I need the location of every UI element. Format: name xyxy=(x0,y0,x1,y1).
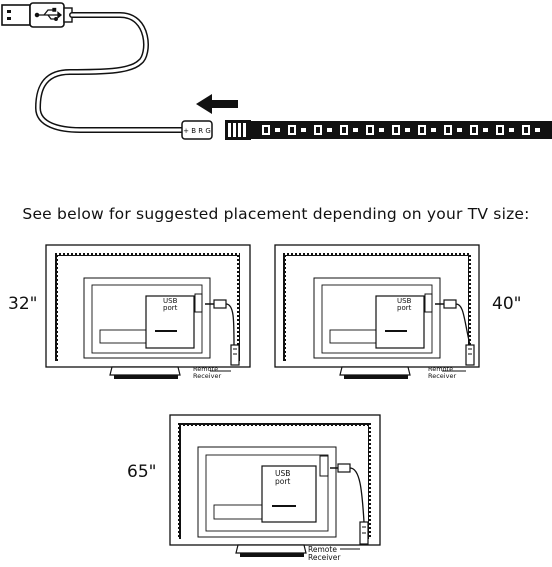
led-resistor xyxy=(509,128,514,132)
port-label: port xyxy=(163,304,178,312)
tv-40-diagram xyxy=(274,244,480,379)
receiver-label: Receiver xyxy=(308,552,341,562)
remote-label: Remote xyxy=(193,365,219,373)
led-resistor xyxy=(301,128,306,132)
led-chip-core xyxy=(368,127,372,133)
remote-label: Remote xyxy=(428,365,454,373)
led-chip-core xyxy=(446,127,450,133)
usb-icon xyxy=(34,7,63,21)
usb-port-label: USB port xyxy=(275,470,290,485)
arrow-left-icon xyxy=(196,94,238,114)
remote-receiver-label: Remote Receiver xyxy=(193,366,221,379)
receiver-label: Receiver xyxy=(428,371,457,380)
usb-label: USB xyxy=(275,469,291,478)
led-chip-core xyxy=(264,127,268,133)
remote-label: Remote xyxy=(308,545,337,554)
led-chip-core xyxy=(524,127,528,133)
usb-port-label: USB port xyxy=(397,298,411,312)
strip-connector: + B R G xyxy=(181,120,251,140)
tv-32-diagram xyxy=(45,244,251,379)
port-label: port xyxy=(275,476,291,486)
led-resistor xyxy=(457,128,462,132)
remote-receiver-label: Remote Receiver xyxy=(428,366,456,379)
led-resistor xyxy=(353,128,358,132)
led-resistor xyxy=(483,128,488,132)
svg-text:+ B R G: + B R G xyxy=(183,127,211,135)
usb-label: USB xyxy=(397,297,412,305)
led-chip-core xyxy=(420,127,424,133)
tv-65-diagram xyxy=(169,414,381,557)
placement-caption: See below for suggested placement depend… xyxy=(22,205,530,223)
usb-port-label: USB port xyxy=(163,298,177,312)
tv-size-label-40: 40" xyxy=(492,294,522,314)
led-chip-core xyxy=(316,127,320,133)
usb-cable-assembly: + B R G xyxy=(1,2,552,140)
usb-label: USB xyxy=(163,297,178,305)
led-resistor xyxy=(535,128,540,132)
tv-size-label-32: 32" xyxy=(8,294,38,314)
tv-size-label-65: 65" xyxy=(127,462,157,482)
led-chip-core xyxy=(498,127,502,133)
receiver-label: Receiver xyxy=(193,371,222,380)
port-label: port xyxy=(397,304,412,312)
led-resistor xyxy=(405,128,410,132)
remote-receiver-label: Remote Receiver xyxy=(308,546,340,561)
led-chip-core xyxy=(290,127,294,133)
led-resistor xyxy=(431,128,436,132)
led-chip-core xyxy=(394,127,398,133)
led-resistor xyxy=(327,128,332,132)
led-resistor xyxy=(275,128,280,132)
led-chip-core xyxy=(472,127,476,133)
led-chip-core xyxy=(342,127,346,133)
led-strip xyxy=(251,121,552,139)
led-resistor xyxy=(379,128,384,132)
